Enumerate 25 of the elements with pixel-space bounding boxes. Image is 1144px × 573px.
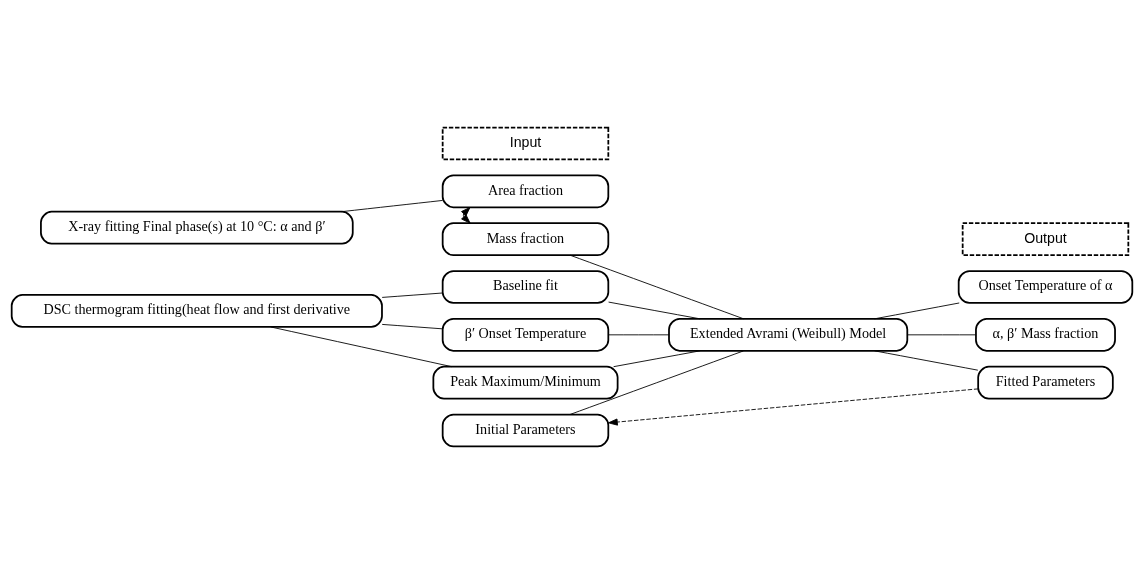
node-box: Fitted Parameters <box>977 365 1114 399</box>
connector <box>874 302 960 319</box>
arrow <box>608 387 979 426</box>
node-box: Input <box>441 126 610 160</box>
node-box: Output <box>961 221 1130 256</box>
node-box: Initial Parameters <box>441 413 610 447</box>
connector <box>907 333 977 335</box>
node-box: Mass fraction <box>441 221 610 256</box>
node-box: Extended Avrami (Weibull) Model <box>668 317 909 352</box>
node-box: Onset Temperature of α <box>957 269 1134 304</box>
node-box: α, β′ Mass fraction <box>975 317 1116 352</box>
node-box: Peak Maximum/Minimum <box>432 365 619 399</box>
node-box: β′ Onset Temperature <box>441 317 610 352</box>
node-box: X-ray fitting Final phase(s) at 10 °C: α and β′ <box>40 210 354 244</box>
connector <box>613 349 701 367</box>
node-box: Baseline fit <box>441 269 610 304</box>
connector <box>874 349 979 371</box>
connector <box>270 326 453 367</box>
node-box: Area fraction <box>441 174 610 208</box>
connector <box>381 323 443 329</box>
connector <box>340 199 443 212</box>
connector <box>608 333 670 335</box>
node-box: DSC thermogram fitting(heat flow and first derivative <box>10 293 383 328</box>
connector <box>608 301 701 319</box>
connector <box>381 292 443 298</box>
